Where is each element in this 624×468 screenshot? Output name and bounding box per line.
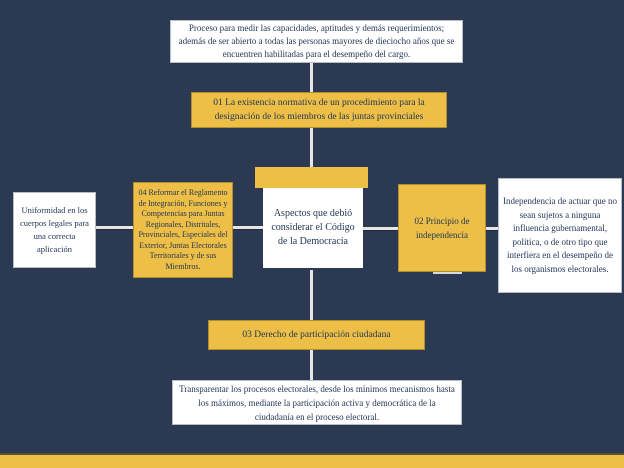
node-04-label: 04 Reformar el Reglamento de Integración… xyxy=(138,188,228,271)
node-03-participacion-ciudadana: 03 Derecho de participación ciudadana xyxy=(208,320,425,350)
node-01-label: 01 La existencia normativa de un procedi… xyxy=(213,98,425,122)
connector-right-inner xyxy=(363,227,398,230)
center-node-title: Aspectos que debió considerar el Código … xyxy=(263,188,363,268)
connector-top-upper xyxy=(310,62,313,93)
description-04-text: Uniformidad en los cuerpos legales para … xyxy=(20,205,89,254)
description-box-03: Transparentar los procesos electorales, … xyxy=(172,380,462,425)
connector-top-lower xyxy=(310,127,313,168)
node-02-principio-independencia: 02 Principio de independencia xyxy=(398,184,486,272)
bottom-accent-bar xyxy=(0,453,624,468)
description-03-text: Transparentar los procesos electorales, … xyxy=(179,383,455,422)
description-box-04: Uniformidad en los cuerpos legales para … xyxy=(13,192,96,268)
connector-bottom-lower xyxy=(310,350,313,380)
description-02-text: Independencia de actuar que no sean suje… xyxy=(503,196,617,274)
connector-left-inner xyxy=(233,226,263,229)
node-01-existencia-normativa: 01 La existencia normativa de un procedi… xyxy=(191,92,447,128)
connector-stub-node-02 xyxy=(433,271,462,274)
description-box-01: Proceso para medir las capacidades, apti… xyxy=(170,20,463,63)
connector-right-outer xyxy=(486,227,498,230)
node-04-reformar-reglamento: 04 Reformar el Reglamento de Integración… xyxy=(133,182,233,278)
description-01-text: Proceso para medir las capacidades, apti… xyxy=(178,23,455,59)
center-node-title-text: Aspectos que debió considerar el Código … xyxy=(271,208,355,247)
connector-left-outer xyxy=(96,226,133,229)
center-node-header-bar xyxy=(255,167,368,188)
node-02-label: 02 Principio de independencia xyxy=(414,216,470,240)
connector-bottom-upper xyxy=(310,270,313,320)
node-03-label: 03 Derecho de participación ciudadana xyxy=(242,329,391,340)
description-box-02: Independencia de actuar que no sean suje… xyxy=(498,178,622,293)
